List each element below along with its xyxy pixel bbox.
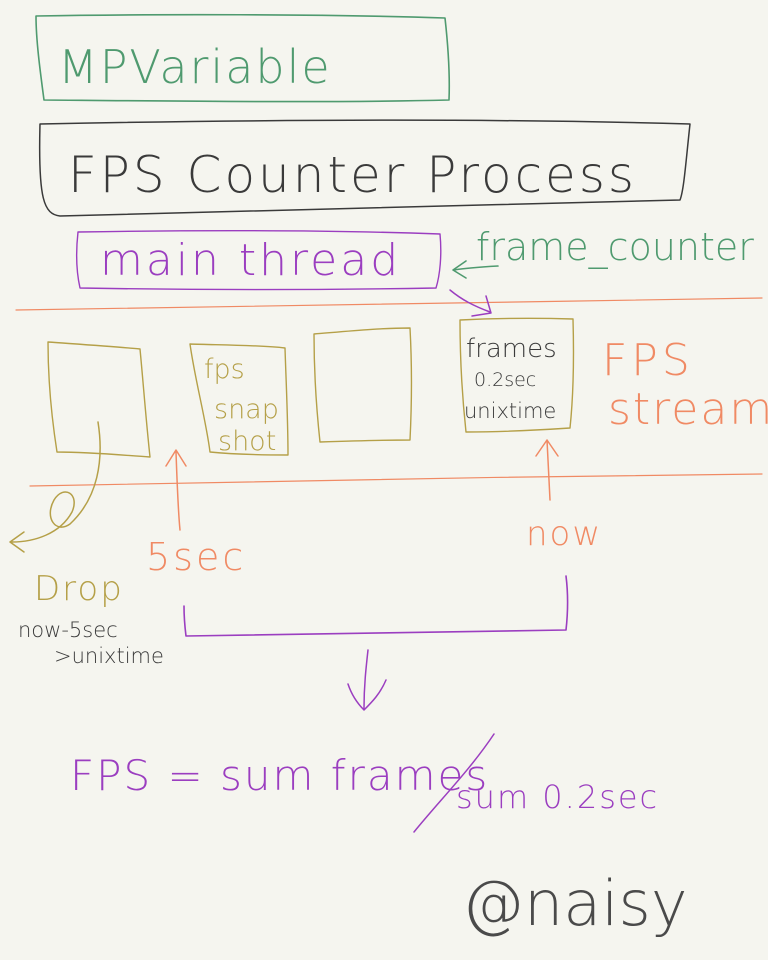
stream-frame-snapshot xyxy=(189,343,289,456)
formula-divider xyxy=(413,733,495,833)
stream-bottom-line xyxy=(29,473,763,487)
stream-top-line xyxy=(15,297,763,311)
signature: @naisy xyxy=(462,867,688,940)
window-bracket xyxy=(183,575,569,637)
drop-arrow xyxy=(9,421,101,553)
drop-condition-line2: >unixtime xyxy=(54,644,164,668)
drop-condition-line1: now-5sec xyxy=(18,618,118,642)
stream-frame-oldest xyxy=(47,341,151,458)
frame-counter-label: frame_counter xyxy=(476,225,754,270)
stream-frame-current xyxy=(459,317,575,433)
to-stream-arrow xyxy=(449,289,492,317)
formula-denominator: sum 0.2sec xyxy=(456,778,659,816)
marker-5sec-arrow xyxy=(165,449,187,531)
stream-label-line2: stream xyxy=(608,384,768,435)
current-frame-line1: frames xyxy=(466,334,557,364)
drop-label: Drop xyxy=(34,569,124,609)
marker-now-label: now xyxy=(526,514,602,554)
mpvariable-box xyxy=(35,13,451,103)
main-thread-box xyxy=(75,229,442,291)
current-frame-line3: unixtime xyxy=(464,399,556,423)
process-label: FPS Counter Process xyxy=(68,146,637,204)
marker-now-arrow xyxy=(535,439,559,501)
frame-counter-arrow xyxy=(452,260,499,279)
snapshot-line2: snap xyxy=(214,394,279,425)
formula-left: FPS = sum frames xyxy=(70,751,489,800)
stream-frame-empty xyxy=(313,327,413,443)
current-frame-line2: 0.2sec xyxy=(474,369,536,391)
snapshot-line1: fps xyxy=(204,354,245,385)
compute-arrow xyxy=(347,649,387,711)
diagram-title: MPVariable xyxy=(58,40,332,94)
process-box xyxy=(38,119,691,217)
stream-label-line1: FPS xyxy=(602,335,694,386)
marker-5sec-label: 5sec xyxy=(146,535,246,579)
main-thread-label: main thread xyxy=(100,235,401,286)
snapshot-line3: shot xyxy=(218,426,276,457)
